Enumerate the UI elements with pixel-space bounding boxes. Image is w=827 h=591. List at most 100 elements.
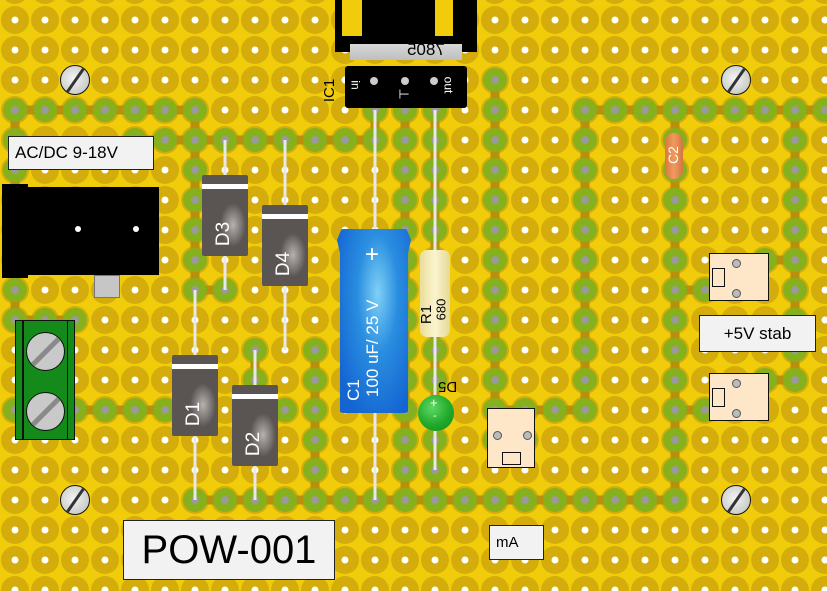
diode-d4[interactable]: D4 (262, 205, 308, 286)
hole (71, 556, 79, 564)
hole (821, 556, 827, 564)
terminal-screw-bottom[interactable] (26, 392, 65, 431)
hole (101, 526, 109, 534)
hole (101, 46, 109, 54)
terminal-screw-top[interactable] (26, 332, 65, 371)
trace-hole (551, 496, 559, 504)
hole (131, 286, 139, 294)
pad-ring (811, 126, 827, 154)
hole (161, 346, 169, 354)
hole (701, 46, 709, 54)
hole (641, 556, 649, 564)
pad-ring (811, 36, 827, 64)
hole (551, 346, 559, 354)
hole (161, 436, 169, 444)
hole (191, 46, 199, 54)
trace (490, 80, 590, 415)
trace-hole (281, 496, 289, 504)
hole (821, 166, 827, 174)
hole (461, 526, 469, 534)
capacitor-c2[interactable]: C2 (665, 133, 683, 179)
hole (521, 196, 529, 204)
pad-ring (391, 576, 419, 591)
regulator-pin-gnd (401, 77, 409, 85)
capacitor-c1-value: 100 uF/ 25 V (363, 299, 382, 397)
hole (641, 166, 649, 174)
hole (341, 106, 349, 114)
resistor-r1[interactable]: R1 680 (418, 250, 450, 337)
hole (791, 526, 799, 534)
hole (311, 106, 319, 114)
hole (521, 466, 529, 474)
hole (551, 106, 559, 114)
current-measure-header[interactable] (487, 408, 535, 468)
hole (551, 286, 559, 294)
trace-hole (491, 376, 499, 384)
capacitor-c1[interactable]: + 100 uF/ 25 V C1 (337, 229, 411, 413)
pad-ring (811, 6, 827, 34)
hole (341, 196, 349, 204)
hole (791, 46, 799, 54)
pad-ring (245, 0, 265, 4)
hole (101, 16, 109, 24)
hole (611, 586, 619, 591)
hole (41, 46, 49, 54)
trace-hole (191, 196, 199, 204)
hole (551, 586, 559, 591)
diode-d2[interactable]: D2 (232, 385, 278, 466)
trace-hole (581, 196, 589, 204)
trace-hole (581, 316, 589, 324)
hole (611, 16, 619, 24)
hole (341, 556, 349, 564)
mounting-screw-icon-top-left (60, 65, 90, 95)
hole (281, 16, 289, 24)
regulator-pin-in-label: in (348, 80, 363, 90)
led-d5-ref: D5 (438, 378, 458, 395)
regulator-pin-gnd-label: ⊥ (396, 88, 412, 100)
hole (221, 376, 229, 384)
hole (161, 226, 169, 234)
hole (251, 106, 259, 114)
hole (11, 46, 19, 54)
hole (791, 586, 799, 591)
diode-d1[interactable]: D1 (172, 355, 218, 436)
pad-ring (811, 366, 827, 394)
pad-ring (1, 576, 29, 591)
mounting-screw-icon-top-right (721, 65, 751, 95)
led-d5[interactable]: + - (418, 395, 454, 431)
current-label: mA (489, 525, 544, 560)
hole (401, 556, 409, 564)
hole (641, 46, 649, 54)
hole (251, 166, 259, 174)
hole (611, 316, 619, 324)
hole (101, 376, 109, 384)
hole (761, 226, 769, 234)
hole (221, 346, 229, 354)
hole (281, 46, 289, 54)
output-header-top[interactable] (709, 253, 769, 301)
hole (701, 256, 709, 264)
screw-terminal[interactable] (15, 320, 75, 440)
hole (311, 316, 319, 324)
dc-jack[interactable] (2, 184, 159, 298)
trace-hole (491, 286, 499, 294)
pad-ring (811, 156, 827, 184)
hole (221, 316, 229, 324)
pad-ring (695, 0, 715, 4)
trace-hole (11, 286, 19, 294)
diode-d3[interactable]: D3 (202, 175, 248, 256)
trace-hole (581, 106, 589, 114)
hole (821, 256, 827, 264)
trace-hole (581, 256, 589, 264)
trace-hole (101, 106, 109, 114)
trace-hole (701, 406, 709, 414)
trace-hole (611, 106, 619, 114)
output-header-bottom[interactable] (709, 373, 769, 421)
hole (161, 166, 169, 174)
regulator-ic1[interactable]: in ⊥ out (345, 66, 467, 108)
trace-hole (311, 136, 319, 144)
hole (11, 496, 19, 504)
hole (821, 226, 827, 234)
trace-hole (671, 376, 679, 384)
pad-ring (635, 0, 655, 4)
